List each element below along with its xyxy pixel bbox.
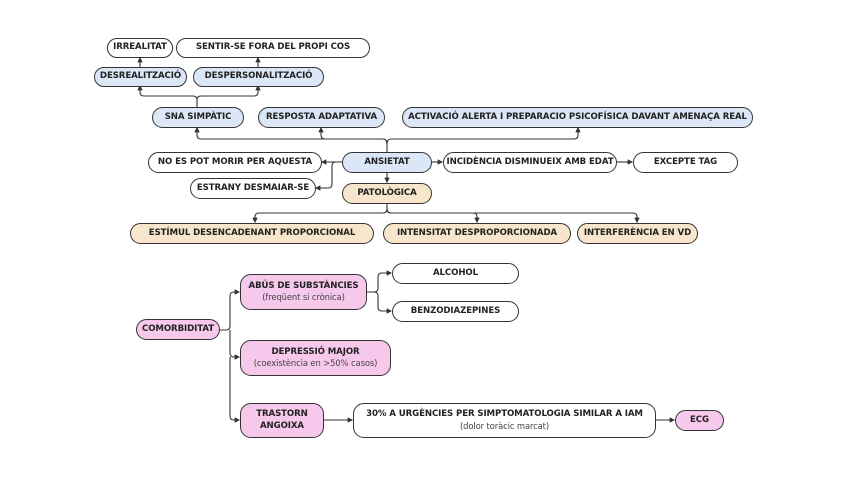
- node-label: ACTIVACIÓ ALERTA I PREPARACIO PSICOFÍSIC…: [408, 111, 747, 122]
- node-abus-substancies[interactable]: ABÚS DE SUBSTÀNCIES (freqüent si crònica…: [240, 274, 367, 310]
- link-patol-interf: [386, 208, 640, 224]
- node-ecg[interactable]: ECG: [675, 410, 724, 431]
- node-desrealitzacio[interactable]: DESREALITZACIÓ: [94, 67, 187, 87]
- node-label: ALCOHOL: [432, 267, 478, 278]
- node-depressio-major[interactable]: DEPRESSIÓ MAJOR (coexistència en >50% ca…: [240, 340, 391, 376]
- node-excepte-tag[interactable]: EXCEPTE TAG: [633, 152, 738, 173]
- node-label: INCIDÈNCIA DISMINUEIX AMB EDAT: [446, 156, 614, 167]
- node-label-line2: ANGOIXA: [260, 420, 304, 431]
- link-abus-benzo: [373, 291, 393, 314]
- link-abus-alcohol: [366, 270, 393, 293]
- node-label: DESREALITZACIÓ: [99, 71, 182, 82]
- node-label: TRASTORN: [256, 408, 308, 419]
- node-benzodiazepines[interactable]: BENZODIAZEPINES: [392, 301, 519, 322]
- node-estimul-proporcional[interactable]: ESTÍMUL DESENCADENANT PROPORCIONAL: [130, 223, 374, 244]
- node-incidencia-edat[interactable]: INCIDÈNCIA DISMINUEIX AMB EDAT: [443, 152, 617, 173]
- node-label: 30% A URGÈNCIES PER SIMPTOMATOLOGIA SIMI…: [366, 409, 643, 420]
- node-label: SENTIR-SE FORA DEL PROPI COS: [195, 42, 351, 53]
- link-sna-desreal: [137, 84, 198, 107]
- node-label: INTENSITAT DESPROPORCIONADA: [396, 227, 558, 238]
- node-patologica[interactable]: PATOLÒGICA: [342, 183, 432, 204]
- node-label: RESPOSTA ADAPTATIVA: [265, 111, 378, 122]
- node-sublabel: (dolor toràcic marcat): [459, 420, 550, 431]
- node-label: COMORBIDITAT: [141, 323, 214, 334]
- link-comorb-depr: [229, 330, 241, 360]
- node-urgencies-iam[interactable]: 30% A URGÈNCIES PER SIMPTOMATOLOGIA SIMI…: [353, 403, 656, 438]
- node-label: ESTÍMUL DESENCADENANT PROPORCIONAL: [148, 227, 356, 238]
- node-label: ESTRANY DESMAIAR-SE: [196, 182, 310, 193]
- node-alcohol[interactable]: ALCOHOL: [392, 263, 519, 284]
- link-patol-estimul: [252, 203, 388, 224]
- node-label: ECG: [690, 414, 709, 425]
- node-label: BENZODIAZEPINES: [410, 305, 501, 316]
- link-ans-activacio: [386, 126, 581, 145]
- node-activacio-alerta[interactable]: ACTIVACIÓ ALERTA I PREPARACIO PSICOFÍSIC…: [402, 107, 753, 128]
- node-label: SNA SIMPÀTIC: [164, 111, 232, 122]
- node-trastorn-angoixa[interactable]: TRASTORN ANGOIXA: [240, 403, 324, 438]
- node-irrealitat[interactable]: IRREALITAT: [107, 38, 173, 58]
- node-estrany-desmaiar[interactable]: ESTRANY DESMAIAR-SE: [190, 178, 316, 199]
- link-comorb-trast: [229, 357, 241, 423]
- node-sentir-fora-del-cos[interactable]: SENTIR-SE FORA DEL PROPI COS: [176, 38, 370, 58]
- link-ans-resposta: [318, 126, 388, 145]
- node-label: ABÚS DE SUBSTÀNCIES: [248, 280, 359, 291]
- node-sublabel: (coexistència en >50% casos): [253, 358, 378, 369]
- node-no-es-pot-morir[interactable]: NO ES POT MORIR PER AQUESTA: [148, 152, 322, 173]
- node-label: DEPRESSIÓ MAJOR: [271, 346, 360, 357]
- node-label: NO ES POT MORIR PER AQUESTA: [157, 156, 313, 167]
- link-sna-despers: [196, 84, 261, 101]
- node-label: ANSIETAT: [364, 156, 410, 167]
- node-comorbiditat[interactable]: COMORBIDITAT: [136, 319, 220, 340]
- link-comorb-abus: [219, 289, 241, 331]
- link-patol-intensitat: [386, 208, 480, 224]
- node-resposta-adaptativa[interactable]: RESPOSTA ADAPTATIVA: [258, 107, 385, 128]
- node-sublabel: (freqüent si crònica): [262, 292, 345, 303]
- link-ans-sna: [194, 126, 388, 152]
- node-ansietat[interactable]: ANSIETAT: [342, 152, 432, 173]
- node-despersonalitzacio[interactable]: DESPERSONALITZACIÓ: [193, 67, 324, 87]
- node-label: EXCEPTE TAG: [653, 156, 718, 167]
- node-label: IRREALITAT: [113, 42, 167, 53]
- node-label: INTERFERÈNCIA EN VD: [583, 227, 692, 238]
- node-sna-simpatic[interactable]: SNA SIMPÀTIC: [152, 107, 244, 128]
- node-interferencia-vd[interactable]: INTERFERÈNCIA EN VD: [577, 223, 698, 244]
- node-label: PATOLÒGICA: [357, 187, 417, 198]
- node-intensitat-desproporcionada[interactable]: INTENSITAT DESPROPORCIONADA: [383, 223, 571, 244]
- node-label: DESPERSONALITZACIÓ: [204, 71, 313, 82]
